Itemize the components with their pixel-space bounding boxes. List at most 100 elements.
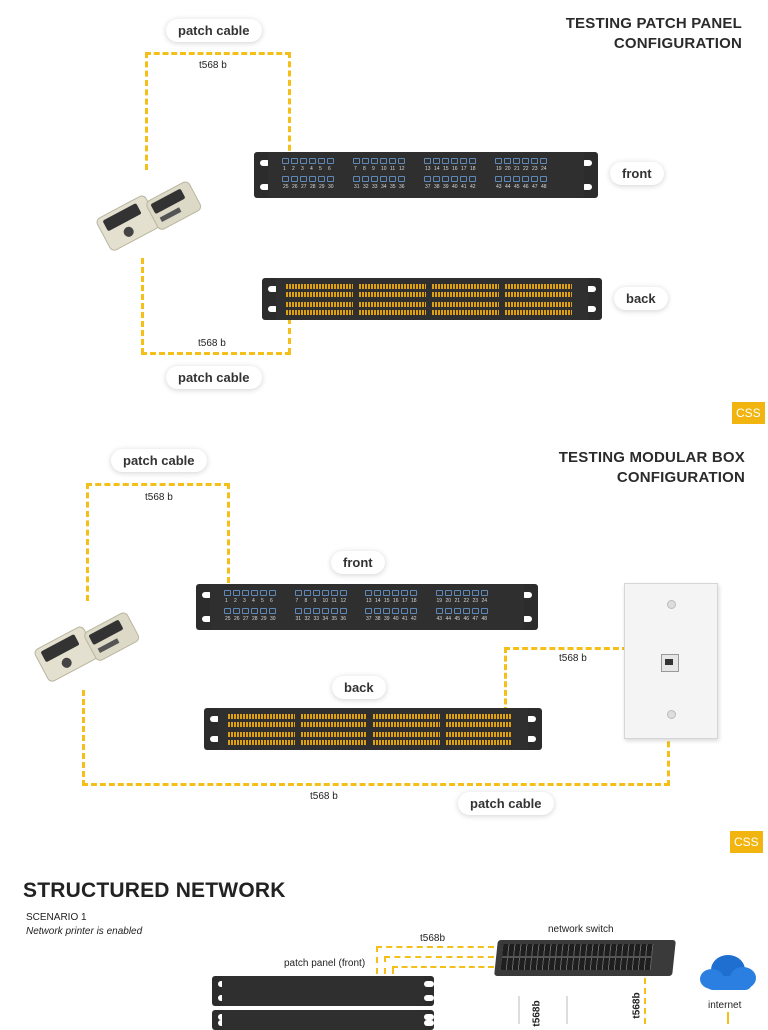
port-number: 37 bbox=[366, 616, 372, 622]
punchdown-strip bbox=[228, 714, 295, 719]
rj45-port bbox=[362, 158, 369, 164]
port-number: 31 bbox=[354, 184, 360, 190]
rj45-port bbox=[540, 176, 547, 182]
rj45-port bbox=[380, 176, 387, 182]
cable-segment bbox=[288, 318, 291, 354]
port-number: 7 bbox=[354, 166, 357, 172]
rj45-port bbox=[291, 158, 298, 164]
cable-tester-image bbox=[34, 612, 140, 682]
port-number: 42 bbox=[470, 184, 476, 190]
port-number: 40 bbox=[452, 184, 458, 190]
cable-segment bbox=[727, 1012, 729, 1024]
port-number: 47 bbox=[532, 184, 538, 190]
patch-panel-back bbox=[262, 278, 602, 320]
port-number: 22 bbox=[463, 598, 470, 604]
cable-segment bbox=[376, 946, 378, 974]
port-number: 6 bbox=[328, 166, 331, 172]
punchdown-strip bbox=[373, 722, 440, 727]
punchdown-strip bbox=[505, 302, 572, 307]
rj45-port bbox=[321, 590, 329, 596]
cable-segment bbox=[82, 783, 670, 786]
port-number: 6 bbox=[270, 598, 273, 604]
punchdown-strip bbox=[432, 302, 499, 307]
rj45-port bbox=[453, 608, 461, 614]
port-number: 26 bbox=[292, 184, 298, 190]
port-number: 8 bbox=[363, 166, 366, 172]
t568-label: t568 b bbox=[145, 492, 173, 503]
port-number: 24 bbox=[481, 598, 488, 604]
punchdown-strip bbox=[445, 722, 512, 727]
punchdown-strip bbox=[373, 740, 440, 745]
port-number: 30 bbox=[270, 616, 276, 622]
port-number: 12 bbox=[399, 166, 405, 172]
port-number: 23 bbox=[472, 598, 479, 604]
rj45-port bbox=[327, 176, 334, 182]
port-number: 7 bbox=[295, 598, 299, 604]
cable-segment bbox=[644, 978, 646, 1024]
rj45-port bbox=[269, 608, 276, 614]
port-number: 1 bbox=[225, 598, 228, 604]
rj45-port bbox=[522, 158, 529, 164]
rj45-port bbox=[531, 176, 538, 182]
rj45-port bbox=[462, 608, 470, 614]
port-number: 10 bbox=[381, 166, 387, 172]
punchdown-strip bbox=[300, 740, 367, 745]
rj45-port bbox=[371, 176, 378, 182]
port-number: 29 bbox=[261, 616, 267, 622]
rj45-port bbox=[495, 158, 502, 164]
rj45-port bbox=[312, 590, 320, 596]
scenario-label: SCENARIO 1 bbox=[26, 912, 87, 923]
cable-segment bbox=[145, 52, 148, 170]
port-number: 17 bbox=[461, 166, 467, 172]
port-number: 21 bbox=[514, 166, 520, 172]
punchdown-strip bbox=[286, 284, 353, 289]
punchdown-strip bbox=[286, 302, 353, 307]
cable-segment bbox=[504, 647, 628, 650]
punchdown-strip bbox=[359, 284, 426, 289]
rj45-port bbox=[312, 608, 320, 614]
internet-label: internet bbox=[708, 1000, 742, 1011]
port-number: 15 bbox=[443, 166, 449, 172]
rj45-port bbox=[522, 176, 529, 182]
cable-segment bbox=[667, 722, 670, 786]
punchdown-strip bbox=[432, 284, 499, 289]
port-number: 28 bbox=[252, 616, 258, 622]
rj45-port bbox=[504, 176, 511, 182]
rj45-port bbox=[460, 176, 467, 182]
punchdown-strip bbox=[432, 292, 499, 297]
rj45-port bbox=[433, 176, 440, 182]
network-switch bbox=[494, 940, 676, 976]
port-number: 11 bbox=[331, 598, 337, 604]
cable-segment bbox=[384, 956, 494, 958]
patch-panel-front-label: patch panel (front) bbox=[284, 958, 366, 969]
back-label: back bbox=[332, 676, 386, 699]
rj45-port bbox=[451, 158, 458, 164]
port-number: 32 bbox=[304, 616, 311, 622]
port-number: 25 bbox=[283, 184, 289, 190]
rj45-port bbox=[392, 608, 399, 614]
punchdown-strip bbox=[505, 292, 572, 297]
rj45-port bbox=[374, 590, 381, 596]
cable-segment bbox=[392, 966, 394, 974]
t568b-label: t568b bbox=[420, 933, 446, 944]
rj45-port bbox=[540, 158, 547, 164]
port-number: 3 bbox=[243, 598, 246, 604]
port-number: 20 bbox=[505, 166, 511, 172]
punchdown-strip bbox=[359, 302, 426, 307]
cable-segment bbox=[86, 483, 230, 486]
screw bbox=[667, 710, 676, 719]
port-number: 18 bbox=[470, 166, 476, 172]
rj45-port bbox=[233, 608, 240, 614]
rj45-port bbox=[251, 608, 258, 614]
port-number: 37 bbox=[425, 184, 431, 190]
rj45-port bbox=[462, 590, 470, 596]
port-number: 36 bbox=[340, 616, 347, 622]
port-number: 41 bbox=[461, 184, 467, 190]
port-number: 35 bbox=[331, 616, 338, 622]
rj45-port bbox=[433, 158, 440, 164]
patch-cable-label: patch cable bbox=[166, 366, 262, 389]
modular-wall-box bbox=[624, 583, 718, 739]
port-number: 44 bbox=[505, 184, 511, 190]
rj45-port bbox=[339, 590, 347, 596]
